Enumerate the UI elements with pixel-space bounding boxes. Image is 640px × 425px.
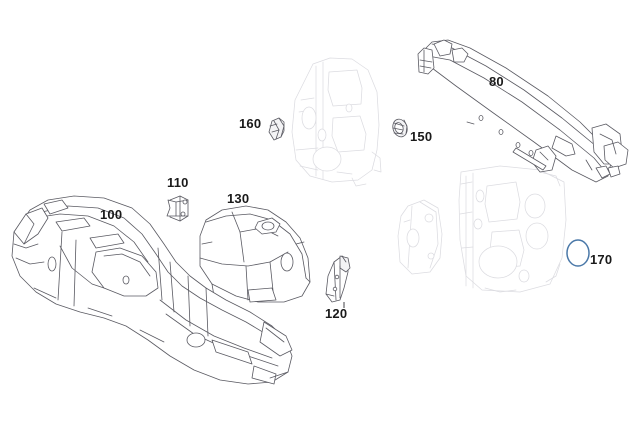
callout-label-80: 80	[489, 74, 504, 89]
part-130-shock-tower-cover	[199, 205, 311, 303]
callout-label-150: 150	[410, 129, 433, 144]
part-100-front-frame-rail-assembly	[11, 195, 293, 385]
callout-label-170: 170	[590, 252, 613, 267]
part-110-mounting-bracket-small	[166, 195, 189, 222]
part-170-sealing-ring	[566, 239, 590, 267]
part-120-vertical-reinforcement-bracket	[325, 255, 351, 308]
part-160-angled-clip	[268, 117, 285, 141]
callout-label-120: 120	[325, 306, 348, 321]
part-150-round-grommet-plug	[392, 118, 408, 138]
part-80-cowl-crossmember-beam	[417, 39, 629, 183]
part-side-bracket-ghost	[397, 199, 443, 275]
callout-label-160: 160	[239, 116, 262, 131]
part-firewall-bulkhead-panel-ghost	[291, 57, 382, 187]
callout-label-110: 110	[167, 175, 189, 190]
callout-label-100: 100	[100, 207, 123, 222]
part-dash-panel-ghost	[458, 165, 567, 293]
callout-label-130: 130	[227, 191, 250, 206]
